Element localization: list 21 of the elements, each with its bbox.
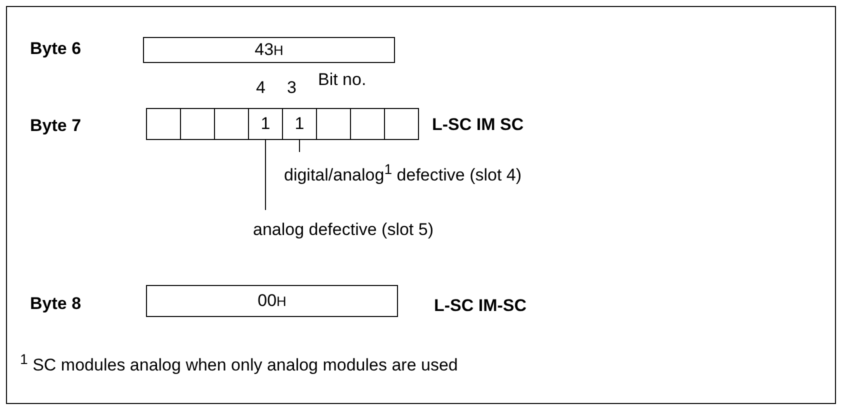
byte-label: Byte 6 xyxy=(30,39,82,59)
leader-line xyxy=(299,140,300,152)
module-label: L-SC IM-SC xyxy=(434,296,527,316)
bit-number: 4 xyxy=(256,78,266,98)
bit-cell xyxy=(180,108,215,140)
bit-cell xyxy=(316,108,351,140)
annotation-text: analog defective (slot 5) xyxy=(253,220,434,240)
bit-cell: 1 xyxy=(282,108,317,140)
bit-cell xyxy=(146,108,181,140)
footnote: $^{1}$ SC modules analog when only analog modules are used xyxy=(20,352,458,376)
module-label: L-SC IM SC xyxy=(432,115,524,135)
byte-label: Byte 7 xyxy=(30,116,82,136)
byte-label: Byte 8 xyxy=(30,294,82,314)
bit-cell xyxy=(384,108,419,140)
bit-number: 3 xyxy=(287,78,296,98)
annotation-text: digital/analog$^{1}$ defective (slot 4) xyxy=(284,162,522,186)
bit-cell: 1 xyxy=(248,108,283,140)
bit-cell xyxy=(214,108,249,140)
bit-cell xyxy=(350,108,385,140)
bit-heading: Bit no. xyxy=(318,70,366,90)
leader-line xyxy=(265,140,266,210)
